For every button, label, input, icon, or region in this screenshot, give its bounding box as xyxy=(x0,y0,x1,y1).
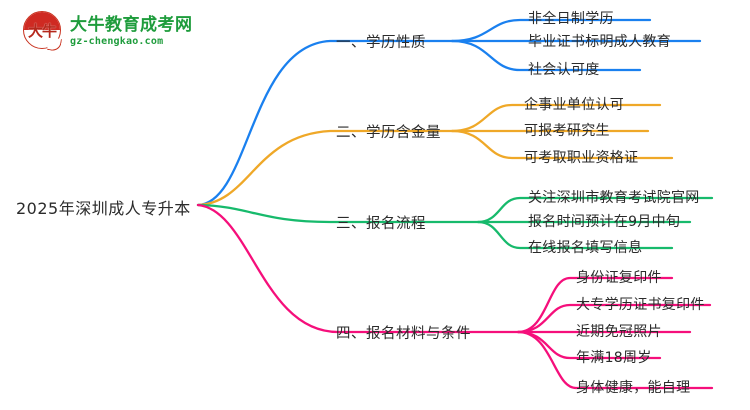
branch-node-4[interactable]: 四、报名材料与条件 xyxy=(336,326,471,342)
leaf-node-4-5[interactable]: 身体健康，能自理 xyxy=(576,380,691,396)
logo-title: 大牛教育成考网 xyxy=(70,14,193,35)
leaf-node-1-3[interactable]: 社会认可度 xyxy=(528,62,600,78)
branch-node-2[interactable]: 二、学历含金量 xyxy=(336,125,441,141)
leaf-node-4-1[interactable]: 身份证复印件 xyxy=(576,270,662,286)
leaf-node-2-3[interactable]: 可考取职业资格证 xyxy=(524,150,639,166)
leaf-node-4-2[interactable]: 大专学历证书复印件 xyxy=(576,297,705,313)
leaf-node-1-1[interactable]: 非全日制学历 xyxy=(528,11,614,27)
leaf-node-2-1[interactable]: 企事业单位认可 xyxy=(524,97,625,113)
leaf-node-4-3[interactable]: 近期免冠照片 xyxy=(576,324,662,340)
leaf-node-1-2[interactable]: 毕业证书标明成人教育 xyxy=(528,34,671,50)
site-logo: 大牛 大牛教育成考网 gz-chengkao.com xyxy=(22,8,192,54)
logo-mark-text: 大牛 xyxy=(27,21,57,40)
branch-1-connectors xyxy=(196,18,702,207)
leaf-node-4-4[interactable]: 年满18周岁 xyxy=(576,350,652,366)
branch-node-3[interactable]: 三、报名流程 xyxy=(336,216,426,232)
leaf-node-3-3[interactable]: 在线报名填写信息 xyxy=(528,240,643,256)
logo-mark-icon: 大牛 xyxy=(22,10,64,53)
branch-2-connectors xyxy=(196,103,674,207)
branch-node-1[interactable]: 一、学历性质 xyxy=(336,35,426,51)
branch-3-connectors xyxy=(196,196,714,250)
leaf-node-2-2[interactable]: 可报考研究生 xyxy=(524,123,610,139)
mindmap-root-node[interactable]: 2025年深圳成人专升本 xyxy=(16,199,191,218)
leaf-node-3-2[interactable]: 报名时间预计在9月中旬 xyxy=(528,214,681,230)
branch-4-connectors xyxy=(196,203,714,390)
logo-url: gz-chengkao.com xyxy=(70,35,164,47)
leaf-node-3-1[interactable]: 关注深圳市教育考试院官网 xyxy=(528,190,700,206)
